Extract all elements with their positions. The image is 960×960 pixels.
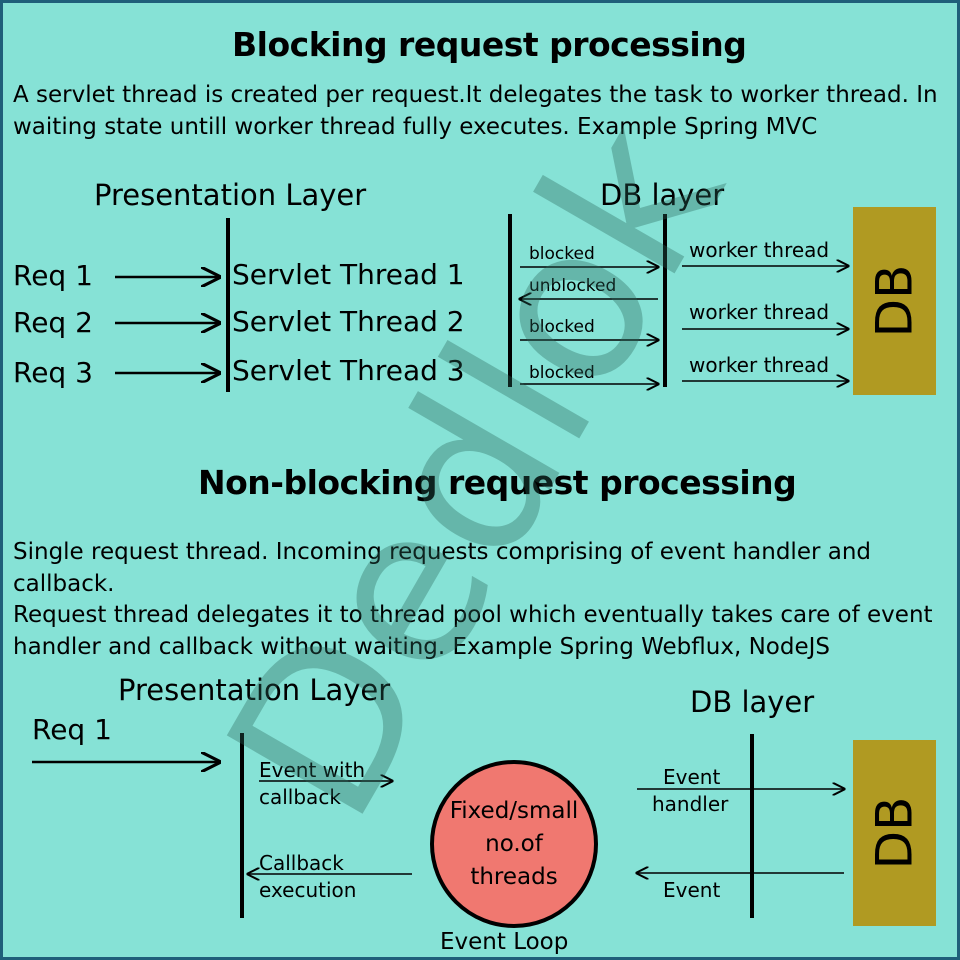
nonblocking-presentation-layer-label: Presentation Layer	[118, 673, 391, 707]
worker-thread-label-3: worker thread	[689, 353, 830, 377]
nonblocking-db-layer-label: DB layer	[690, 685, 815, 719]
blocked-label-3: blocked	[529, 363, 595, 383]
blocking-request-3: Req 3	[13, 356, 93, 389]
blocking-request-1: Req 1	[13, 259, 93, 292]
callback-execution-label-1: Callback	[259, 851, 344, 875]
event-loop-circle-text: Fixed/small no.of threads	[450, 795, 579, 894]
event-label: Event	[663, 878, 721, 902]
blocked-label-1: blocked	[529, 244, 595, 264]
circle-line-3: threads	[470, 863, 558, 890]
nonblocking-description-2: Request thread delegates it to thread po…	[13, 602, 933, 660]
callback-execution-label-2: execution	[259, 878, 357, 902]
event-handler-label-1: Event	[663, 765, 721, 789]
blocking-request-2: Req 2	[13, 306, 93, 339]
unblocked-label: unblocked	[529, 276, 617, 296]
blocking-title: Blocking request processing	[232, 25, 747, 64]
nonblocking-request-1: Req 1	[32, 713, 112, 746]
event-with-callback-label-2: callback	[259, 785, 341, 809]
blocking-db-layer-label: DB layer	[600, 178, 725, 212]
blocked-label-2: blocked	[529, 317, 595, 337]
servlet-thread-2: Servlet Thread 2	[232, 305, 465, 338]
blocking-description: A servlet thread is created per request.…	[13, 82, 938, 140]
nonblocking-db-box: DB	[853, 740, 936, 926]
worker-thread-label-1: worker thread	[689, 238, 830, 262]
nonblocking-description-1: Single request thread. Incoming requests…	[13, 539, 872, 597]
circle-line-2: no.of	[485, 830, 543, 857]
event-loop-circle: Fixed/small no.of threads	[430, 760, 598, 928]
blocking-presentation-layer-label: Presentation Layer	[94, 178, 367, 212]
worker-thread-label-2: worker thread	[689, 300, 830, 324]
event-with-callback-label-1: Event with	[259, 758, 366, 782]
event-loop-label: Event Loop	[440, 929, 569, 955]
nonblocking-title: Non-blocking request processing	[198, 463, 797, 502]
event-handler-label-2: handler	[652, 792, 729, 816]
servlet-thread-3: Servlet Thread 3	[232, 354, 465, 387]
servlet-thread-1: Servlet Thread 1	[232, 258, 465, 291]
blocking-db-box: DB	[853, 207, 936, 395]
circle-line-1: Fixed/small	[449, 797, 579, 824]
